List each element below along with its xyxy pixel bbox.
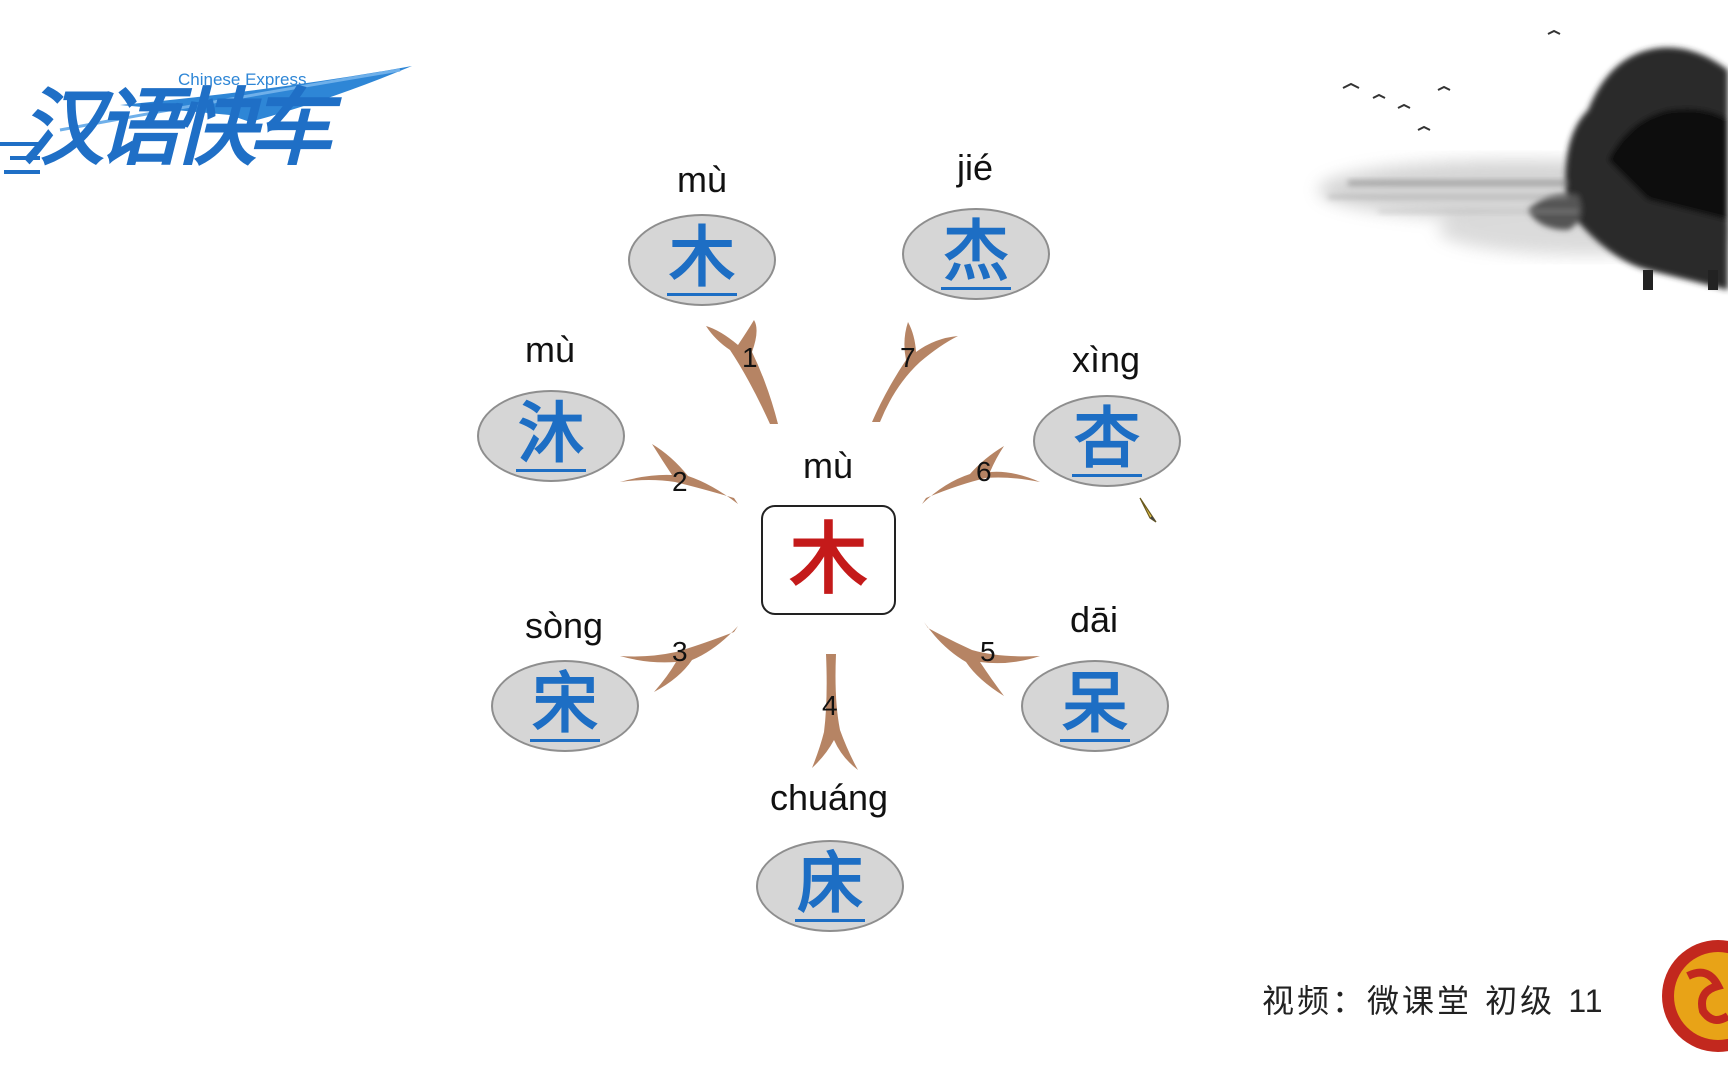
node-6-pinyin: xìng [1071,339,1141,380]
branch-arm-6 [922,446,1040,504]
node-7-character: 杰 [941,212,1011,290]
node-4-pinyin: chuáng [769,777,889,818]
node-5: 呆 [1021,660,1169,752]
branch-arm-4 [812,654,858,770]
branch-arm-7 [872,322,958,422]
footer-number: 11 [1568,983,1604,1019]
logo-subtitle: Chinese Express [178,70,307,89]
branch-arm-5 [924,622,1040,696]
node-3-character: 宋 [530,664,600,742]
node-4-number: 4 [822,690,838,721]
dragon-emblem-icon [1662,940,1728,1052]
node-1: 木 [628,214,776,306]
node-4: 床 [756,840,904,932]
node-4-character: 床 [795,844,865,922]
node-2-character: 沐 [516,394,586,472]
node-5-number: 5 [980,636,996,667]
center-character: 木 [789,515,868,605]
logo-title: 汉语快车 [20,79,332,177]
branch-arm-3 [620,626,738,692]
node-3-pinyin: sòng [524,605,604,646]
center-pinyin: mù [802,445,853,486]
branch-arm-1 [706,320,778,424]
video-footer-caption: 视频：微课堂 初级 11 [1262,976,1604,1022]
node-7-number: 7 [900,342,916,373]
center-character-box: 木 [761,505,896,615]
node-7-pinyin: jié [956,147,994,188]
logo-swoosh-icon [0,66,412,174]
node-1-number: 1 [742,342,758,373]
node-1-pinyin: mù [676,159,727,200]
pencil-cursor-icon [1139,497,1157,523]
node-6: 杏 [1033,395,1181,487]
footer-label: 视频：微课堂 初级 [1262,982,1556,1020]
branch-arm-2 [620,444,738,504]
node-2-pinyin: mù [524,329,575,370]
ink-landscape-decoration [1318,29,1728,290]
node-5-pinyin: dāi [1069,599,1119,640]
node-3: 宋 [491,660,639,752]
node-1-character: 木 [667,218,737,296]
node-5-character: 呆 [1060,664,1130,742]
node-6-number: 6 [976,456,992,487]
node-2-number: 2 [672,466,688,497]
node-3-number: 3 [672,636,688,667]
node-2: 沐 [477,390,625,482]
node-7: 杰 [902,208,1050,300]
node-6-character: 杏 [1072,399,1142,477]
chinese-express-logo: Chinese Express 汉语快车 [0,30,420,177]
